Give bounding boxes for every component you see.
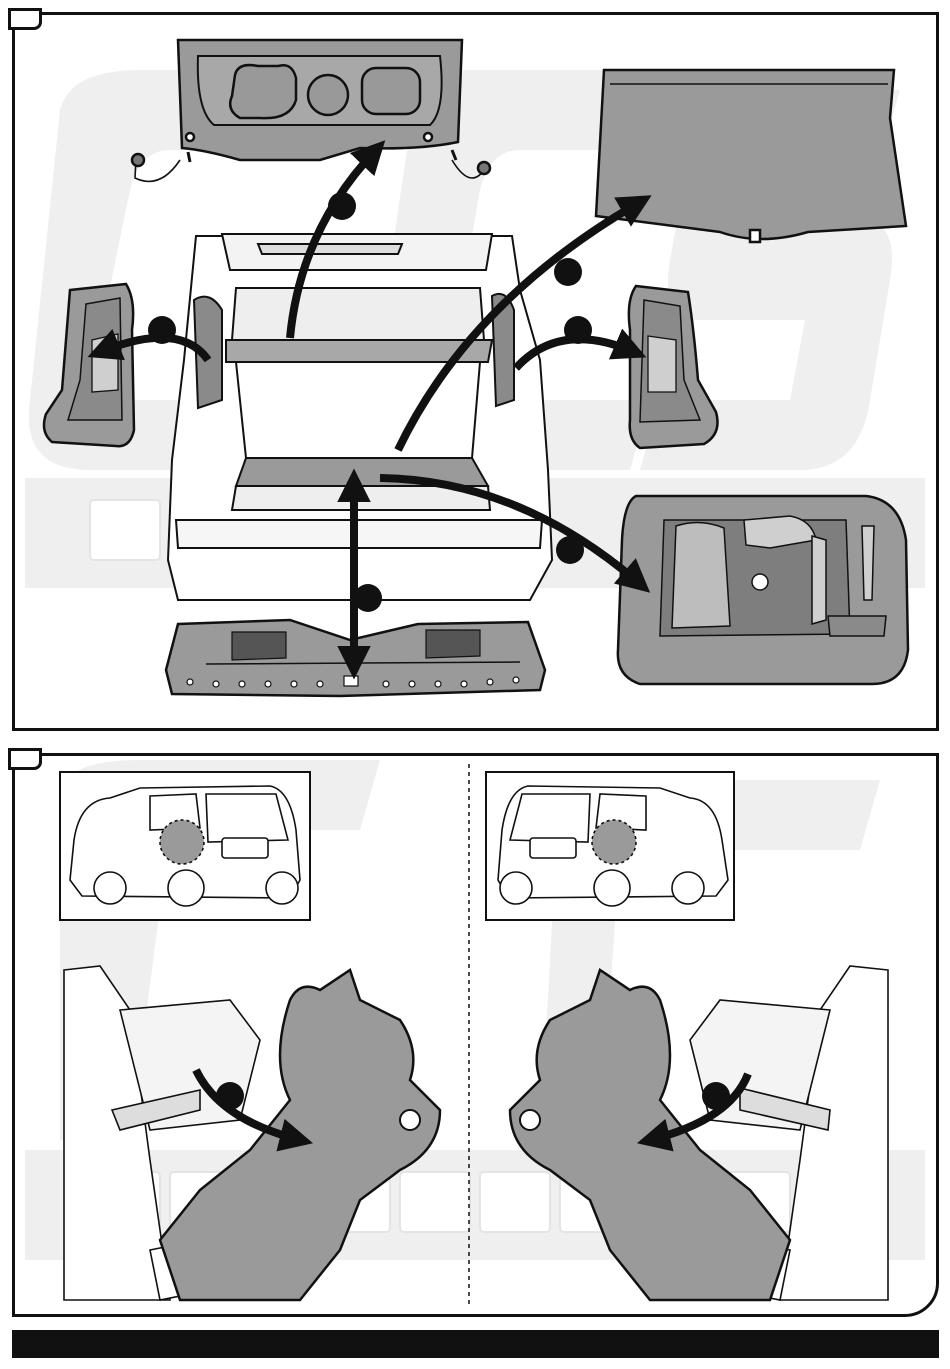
- trim-clip-hole-left: [400, 1110, 420, 1130]
- inset-car-right: [486, 772, 734, 920]
- footer-bar: [12, 1330, 939, 1358]
- inset-car-left: [60, 772, 310, 920]
- rear-load-cover-part: [596, 70, 906, 242]
- car-rear-boot-open: [168, 234, 552, 600]
- trim-clip-hole-right: [520, 1110, 540, 1130]
- spare-tool-tray-part: [618, 496, 908, 684]
